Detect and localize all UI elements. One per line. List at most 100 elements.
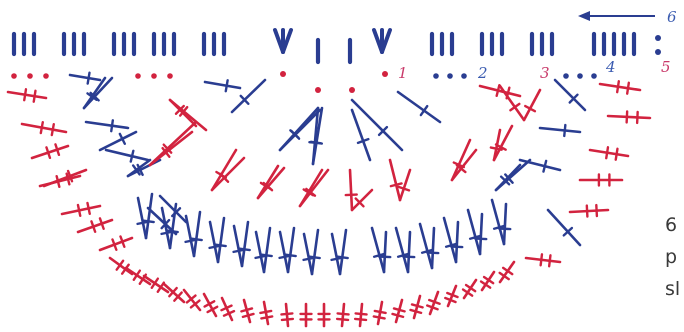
treble-stitch <box>598 80 642 95</box>
bottom-treble-stitch <box>299 302 313 328</box>
double-crochet-stitch <box>492 124 514 162</box>
double-crochet-stitch <box>388 158 403 202</box>
row-label-5: 5 <box>661 58 671 76</box>
chain-dot <box>461 73 467 79</box>
treble-stitch <box>20 120 68 137</box>
double-crochet-stitch <box>104 148 150 163</box>
double-crochet-stitch <box>450 220 464 264</box>
double-crochet-stitch <box>350 98 404 152</box>
v-stitch-cluster <box>490 198 512 246</box>
double-crochet-stitch <box>168 98 208 132</box>
bottom-treble-stitch <box>124 266 152 286</box>
v-stitch-cluster <box>184 210 203 258</box>
double-crochet-stitch <box>42 168 88 188</box>
double-crochet-stitch <box>98 130 138 152</box>
bottom-treble-stitch <box>335 302 350 328</box>
double-crochet-stitch <box>378 230 392 274</box>
direction-arrow <box>578 11 655 21</box>
double-crochet-stitch <box>490 198 506 246</box>
bottom-treble-stitch <box>479 270 496 292</box>
v-stitch-cluster <box>256 164 286 200</box>
v-increase-symbol <box>372 28 392 54</box>
bottom-treble-stitch <box>108 256 134 276</box>
double-crochet-stitch <box>474 212 488 256</box>
v-stitch-cluster <box>278 226 297 274</box>
bottom-treble-stitch <box>202 292 219 318</box>
chain-dot <box>11 73 17 79</box>
double-crochet-stitch <box>148 120 198 167</box>
double-crochet-stitch <box>426 226 440 270</box>
double-crochet-stitch <box>396 90 442 124</box>
chain-dot <box>43 73 49 79</box>
double-crochet-stitch <box>518 158 562 173</box>
treble-stitch <box>588 146 630 161</box>
v-stitch-cluster <box>136 192 155 240</box>
v-stitch-cluster <box>494 158 532 192</box>
row-label-6: 6 <box>667 8 677 26</box>
chain-dot <box>151 73 157 79</box>
double-crochet-stitch <box>210 156 246 192</box>
bottom-treble-stitch <box>353 302 368 328</box>
double-crochet-stitch <box>237 220 251 268</box>
bottom-treble-stitch <box>259 300 274 326</box>
treble-stitch <box>30 143 70 160</box>
double-crochet-stitch <box>283 226 297 274</box>
double-crochet-stitch <box>146 206 178 236</box>
chain-dot <box>167 73 173 79</box>
v-stitch-cluster <box>208 216 227 264</box>
double-crochet-stitch <box>298 168 330 208</box>
v-increase-symbol <box>273 28 293 54</box>
side-text-line2: p <box>665 246 678 268</box>
double-crochet-stitch <box>350 188 374 212</box>
bottom-treble-stitch <box>240 298 255 324</box>
row-labels: 1 2 3 4 5 6 <box>398 8 677 82</box>
double-crochet-stitch <box>256 166 286 200</box>
v-stitch-cluster <box>168 98 208 132</box>
double-crochet-stitch <box>213 216 227 264</box>
double-crochet-stitch <box>538 123 582 138</box>
double-crochet-stitch <box>82 76 114 110</box>
blue-stitches <box>11 28 661 276</box>
v-stitch-cluster <box>82 76 114 110</box>
double-crochet-stitch <box>203 79 242 93</box>
double-crochet-stitch <box>141 192 155 240</box>
treble-stitch <box>578 173 624 187</box>
double-crochet-stitch <box>309 106 324 166</box>
v-stitch-cluster <box>302 228 321 276</box>
double-crochet-stitch <box>394 226 410 274</box>
colon-mark <box>655 35 661 41</box>
double-crochet-stitch <box>307 228 321 276</box>
double-crochet-stitch <box>230 78 267 114</box>
red-stitches <box>6 71 652 328</box>
double-crochet-stitch <box>442 216 458 264</box>
v-stitch-cluster <box>308 106 324 166</box>
double-crochet-stitch <box>522 88 542 122</box>
v-stitch-cluster <box>466 208 488 256</box>
v-stitch-cluster <box>370 226 392 274</box>
bottom-treble-stitch <box>162 282 186 304</box>
double-crochet-stitch <box>498 202 512 246</box>
row-label-3: 3 <box>540 64 550 82</box>
double-crochet-stitch <box>546 208 582 247</box>
double-crochet-stitch <box>259 226 273 274</box>
v-stitch-cluster <box>232 220 251 268</box>
treble-stitch <box>76 217 114 234</box>
v-stitch-cluster <box>418 222 440 270</box>
treble-stitch <box>524 253 562 268</box>
chain-dot <box>349 87 355 93</box>
bottom-treble-stitch <box>220 296 236 322</box>
double-crochet-stitch <box>278 108 322 152</box>
double-crochet-stitch <box>494 163 522 192</box>
double-crochet-stitch <box>189 210 203 258</box>
side-text-line1: 6 <box>665 214 678 236</box>
chain-dot <box>591 73 597 79</box>
double-crochet-stitch <box>402 230 416 274</box>
treble-stitch <box>98 235 134 252</box>
colon-mark <box>655 49 661 55</box>
side-text-line3: sl <box>665 278 681 300</box>
chain-dot <box>563 73 569 79</box>
double-crochet-stitch <box>344 168 358 212</box>
v-stitch-cluster <box>344 168 374 212</box>
v-stitch-cluster <box>330 228 349 276</box>
